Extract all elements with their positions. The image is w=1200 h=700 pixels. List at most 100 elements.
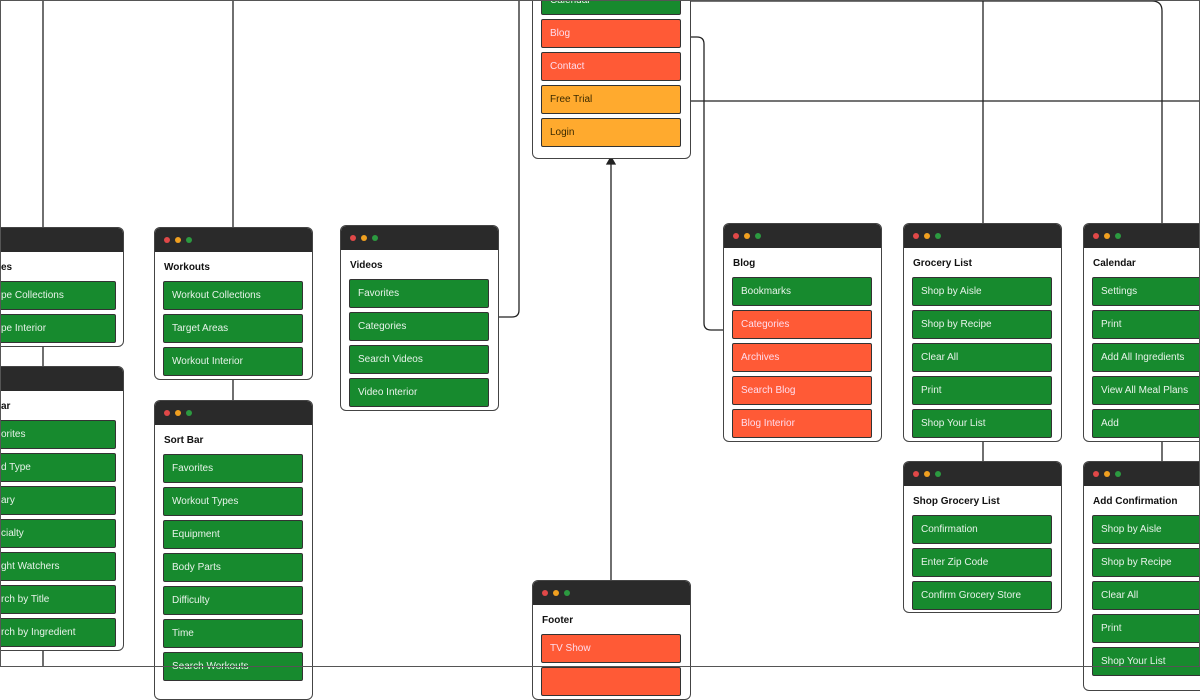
page-node[interactable]: cialty: [0, 519, 116, 548]
page-node[interactable]: Print: [1092, 614, 1200, 643]
window-header: [0, 367, 123, 391]
page-node[interactable]: Categories: [349, 312, 489, 341]
card-title: es: [1, 262, 13, 273]
page-node[interactable]: Time: [163, 619, 303, 648]
page-node[interactable]: Video Interior: [349, 378, 489, 407]
page-node[interactable]: Target Areas: [163, 314, 303, 343]
card-recipes: es pe Collections pe Interior: [0, 227, 124, 347]
page-node[interactable]: Workout Collections: [163, 281, 303, 310]
card-title: Blog: [733, 258, 756, 269]
connector: [982, 0, 1163, 462]
page-node[interactable]: Search Videos: [349, 345, 489, 374]
card-title: Add Confirmation: [1093, 496, 1178, 507]
window-header: [533, 581, 690, 605]
page-node[interactable]: Difficulty: [163, 586, 303, 615]
page-node[interactable]: Shop Your List: [912, 409, 1052, 438]
page-node[interactable]: Contact: [541, 52, 681, 81]
page-node[interactable]: Bookmarks: [732, 277, 872, 306]
card-workouts: Workouts Workout Collections Target Area…: [154, 227, 313, 380]
page-node[interactable]: Login: [541, 118, 681, 147]
arrow-icon: [605, 155, 617, 165]
card-title: Grocery List: [913, 258, 972, 269]
maximize-dot-icon: [186, 237, 192, 243]
page-node[interactable]: d Type: [0, 453, 116, 482]
page-node[interactable]: Confirm Grocery Store: [912, 581, 1052, 610]
card-title: Workouts: [164, 262, 210, 273]
maximize-dot-icon: [1115, 233, 1121, 239]
card-title: Videos: [350, 260, 383, 271]
page-node[interactable]: ght Watchers: [0, 552, 116, 581]
card-recipe-sort-bar: ar orites d Type ary cialty ght Watchers…: [0, 366, 124, 651]
close-dot-icon: [164, 237, 170, 243]
close-dot-icon: [350, 235, 356, 241]
window-header: [1084, 224, 1200, 248]
page-node[interactable]: Settings: [1092, 277, 1200, 306]
page-node[interactable]: Clear All: [1092, 581, 1200, 610]
page-node[interactable]: Body Parts: [163, 553, 303, 582]
page-node[interactable]: View All Meal Plans: [1092, 376, 1200, 405]
page-node[interactable]: Blog: [541, 19, 681, 48]
card-calendar: Calendar Settings Print Add All Ingredie…: [1083, 223, 1200, 442]
page-node[interactable]: Shop by Aisle: [912, 277, 1052, 306]
minimize-dot-icon: [924, 233, 930, 239]
card-title: ar: [1, 401, 11, 412]
page-node[interactable]: Add All Ingredients: [1092, 343, 1200, 372]
close-dot-icon: [913, 233, 919, 239]
maximize-dot-icon: [935, 233, 941, 239]
window-header: [155, 401, 312, 425]
page-node[interactable]: rch by Ingredient: [0, 618, 116, 647]
page-node[interactable]: TV Show: [541, 634, 681, 663]
page-node[interactable]: Clear All: [912, 343, 1052, 372]
card-shop-grocery-list: Shop Grocery List Confirmation Enter Zip…: [903, 461, 1062, 613]
minimize-dot-icon: [1104, 471, 1110, 477]
connector: [499, 0, 520, 318]
page-node[interactable]: Shop by Recipe: [1092, 548, 1200, 577]
page-node[interactable]: [541, 667, 681, 696]
connector-lines: [42, 0, 1200, 667]
minimize-dot-icon: [1104, 233, 1110, 239]
card-blog: Blog Bookmarks Categories Archives Searc…: [723, 223, 882, 442]
minimize-dot-icon: [361, 235, 367, 241]
card-grocery-list: Grocery List Shop by Aisle Shop by Recip…: [903, 223, 1062, 442]
page-node[interactable]: pe Collections: [0, 281, 116, 310]
window-header: [904, 462, 1061, 486]
page-node[interactable]: Favorites: [163, 454, 303, 483]
page-node[interactable]: Shop by Recipe: [912, 310, 1052, 339]
page-node[interactable]: Enter Zip Code: [912, 548, 1052, 577]
page-node[interactable]: Calendar: [541, 0, 681, 15]
page-node[interactable]: Shop Your List: [1092, 647, 1200, 676]
card-title: Calendar: [1093, 258, 1136, 269]
page-node[interactable]: Workout Interior: [163, 347, 303, 376]
page-node[interactable]: orites: [0, 420, 116, 449]
page-node[interactable]: Blog Interior: [732, 409, 872, 438]
maximize-dot-icon: [186, 410, 192, 416]
page-node[interactable]: Search Blog: [732, 376, 872, 405]
page-node[interactable]: Confirmation: [912, 515, 1052, 544]
maximize-dot-icon: [564, 590, 570, 596]
close-dot-icon: [913, 471, 919, 477]
page-node[interactable]: Shop by Aisle: [1092, 515, 1200, 544]
close-dot-icon: [164, 410, 170, 416]
page-node[interactable]: pe Interior: [0, 314, 116, 343]
page-node[interactable]: Print: [1092, 310, 1200, 339]
page-node[interactable]: Categories: [732, 310, 872, 339]
connector: [682, 0, 1163, 224]
page-node[interactable]: Workout Types: [163, 487, 303, 516]
window-header: [724, 224, 881, 248]
card-add-confirmation: Add Confirmation Shop by Aisle Shop by R…: [1083, 461, 1200, 691]
page-node[interactable]: Archives: [732, 343, 872, 372]
page-node[interactable]: Favorites: [349, 279, 489, 308]
page-node[interactable]: Free Trial: [541, 85, 681, 114]
close-dot-icon: [1093, 233, 1099, 239]
page-node[interactable]: Print: [912, 376, 1052, 405]
window-header: [341, 226, 498, 250]
page-node[interactable]: ary: [0, 486, 116, 515]
card-footer: Footer TV Show: [532, 580, 691, 700]
close-dot-icon: [1093, 471, 1099, 477]
page-node[interactable]: rch by Title: [0, 585, 116, 614]
close-dot-icon: [733, 233, 739, 239]
minimize-dot-icon: [175, 237, 181, 243]
page-node[interactable]: Equipment: [163, 520, 303, 549]
maximize-dot-icon: [755, 233, 761, 239]
page-node[interactable]: Add: [1092, 409, 1200, 438]
